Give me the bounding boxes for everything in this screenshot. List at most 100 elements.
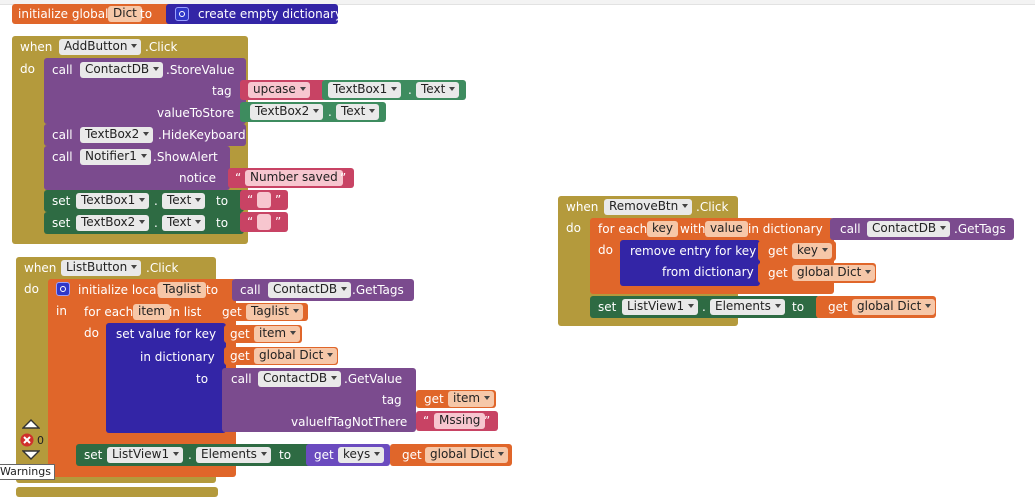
for-each-keyword: for each (598, 222, 648, 236)
empty-text-field[interactable] (257, 192, 271, 208)
get-global-dict-block[interactable]: get global Dict (224, 347, 338, 365)
get-label: get (768, 244, 788, 258)
set-textbox2-block[interactable]: set TextBox2 . Text to (44, 212, 244, 234)
to-label: to (279, 448, 292, 462)
set-label: set (52, 216, 71, 230)
event-component-dropdown[interactable]: RemoveBtn (604, 199, 693, 215)
textbox2-text-getter[interactable]: TextBox2 . Text (240, 102, 386, 122)
get-keys-dropdown[interactable]: keys (338, 447, 385, 463)
value-if-not-there-label: valueIfTagNotThere (291, 415, 408, 429)
hide-keyboard-call-block[interactable]: call TextBox2 .HideKeyboard (44, 124, 246, 146)
notice-param-label: notice (179, 171, 216, 185)
listview-component-dropdown[interactable]: ListView1 (107, 447, 184, 463)
dot-separator: . (154, 216, 158, 230)
upcase-dropdown[interactable]: upcase (248, 82, 310, 98)
set2-property-dropdown[interactable]: Text (162, 215, 206, 231)
textbox1-text-getter[interactable]: TextBox1 . Text (322, 80, 466, 100)
bottom-block-edge[interactable] (16, 487, 218, 497)
set-listview-block[interactable]: set ListView1 . Elements to (76, 444, 312, 466)
do-label: do (598, 243, 613, 257)
warning-down-arrow-icon[interactable] (22, 450, 40, 460)
gettags-component-dropdown[interactable]: ContactDB (867, 221, 951, 237)
gettags-method-label: .GetTags (954, 222, 1006, 236)
listview-property-dropdown[interactable]: Elements (710, 299, 785, 315)
get-keys-block[interactable]: get keys (306, 444, 390, 466)
error-icon (20, 433, 34, 447)
init-global-block[interactable]: initialize global Dict to (12, 4, 174, 24)
store-component-dropdown[interactable]: ContactDB (80, 62, 164, 78)
set-listview-block[interactable]: set ListView1 . Elements to (590, 296, 820, 318)
get-item-dropdown[interactable]: item (254, 326, 301, 342)
mutator-gear-icon[interactable] (56, 282, 70, 296)
upcase-block[interactable]: upcase (240, 80, 326, 100)
get-taglist-dropdown[interactable]: Taglist (246, 304, 303, 320)
listview-property-dropdown[interactable]: Elements (196, 447, 271, 463)
textbox1-component-dropdown[interactable]: TextBox1 (328, 82, 402, 98)
get-global-dict-dropdown[interactable]: global Dict (852, 299, 936, 315)
to-label: to (216, 194, 229, 208)
getvalue-component-dropdown[interactable]: ContactDB (258, 371, 342, 387)
create-dictionary-label: create empty dictionary (198, 7, 343, 21)
event-component-dropdown[interactable]: ListButton (61, 260, 142, 276)
get-item-tag-block[interactable]: get item (416, 390, 496, 408)
get-global-dict-block[interactable]: get global Dict (758, 263, 876, 283)
get-item-tag-dropdown[interactable]: item (448, 391, 495, 407)
missing-text-block[interactable]: “ Mssing ” (416, 411, 498, 431)
set2-component-dropdown[interactable]: TextBox2 (76, 215, 150, 231)
do-label: do (20, 62, 35, 76)
textbox2-property-dropdown[interactable]: Text (336, 104, 380, 120)
get-key-dropdown[interactable]: key (792, 243, 833, 259)
open-quote: “ (423, 414, 430, 428)
set1-component-dropdown[interactable]: TextBox1 (76, 193, 150, 209)
event-component-dropdown[interactable]: AddButton (59, 39, 142, 55)
show-alert-call-block[interactable]: call Notifier1 .ShowAlert notice (44, 146, 230, 190)
mutator-gear-icon[interactable] (175, 7, 189, 21)
hide-component-dropdown[interactable]: TextBox2 (80, 127, 154, 143)
textbox1-property-dropdown[interactable]: Text (416, 82, 460, 98)
gettags-component-dropdown[interactable]: ContactDB (268, 282, 352, 298)
textbox2-component-dropdown[interactable]: TextBox2 (250, 104, 324, 120)
empty-text-block-1[interactable]: “ ” (240, 190, 288, 210)
in-list-label: in list (169, 305, 202, 319)
set-label: set (52, 194, 71, 208)
missing-text-field[interactable]: Mssing (434, 413, 486, 429)
store-value-call-block[interactable]: call ContactDB .StoreValue tag valueToSt… (44, 58, 246, 124)
call-label: call (240, 283, 261, 297)
get-taglist-block[interactable]: get Taglist (216, 303, 308, 321)
close-quote: ” (275, 215, 282, 229)
when-label: when (566, 200, 599, 214)
value-variable-field[interactable]: value (705, 221, 748, 237)
set-textbox1-block[interactable]: set TextBox1 . Text to (44, 190, 244, 212)
empty-text-field[interactable] (257, 214, 271, 230)
get-global-dict-block[interactable]: get global Dict (390, 444, 512, 466)
init-local-keyword: initialize local (78, 283, 160, 297)
get-item-block[interactable]: get item (224, 325, 302, 343)
warnings-toggle-button[interactable]: Warnings (0, 464, 55, 480)
when-label: when (24, 261, 57, 275)
local-name-field[interactable]: Taglist (158, 282, 206, 298)
get-key-block[interactable]: get key (758, 241, 836, 261)
remove-entry-block[interactable]: remove entry for key from dictionary (620, 240, 760, 286)
key-variable-field[interactable]: key (647, 221, 679, 237)
listview-component-dropdown[interactable]: ListView1 (622, 299, 699, 315)
get-global-dict-block[interactable]: get global Dict (816, 296, 936, 318)
open-quote: “ (235, 171, 242, 185)
get-tags-call-block[interactable]: call ContactDB .GetTags (232, 279, 414, 301)
set-value-for-key-block[interactable]: set value for key in dictionary to (106, 323, 226, 433)
get-global-dict-dropdown[interactable]: global Dict (425, 447, 509, 463)
notice-text-block[interactable]: “ Number saved ” (228, 168, 354, 188)
get-tags-call-block[interactable]: call ContactDB .GetTags (830, 218, 1014, 240)
notice-text-field[interactable]: Number saved (245, 170, 343, 186)
get-global-dict-dropdown[interactable]: global Dict (792, 265, 876, 281)
warning-up-arrow-icon[interactable] (22, 419, 40, 429)
create-dictionary-block[interactable]: create empty dictionary (166, 4, 342, 24)
get-global-dict-dropdown[interactable]: global Dict (254, 348, 338, 364)
loop-variable-field[interactable]: item (133, 304, 171, 320)
call-label: call (231, 372, 252, 386)
empty-text-block-2[interactable]: “ ” (240, 212, 288, 232)
get-value-call-block[interactable]: call ContactDB .GetValue tag valueIfTagN… (222, 368, 416, 432)
alert-component-dropdown[interactable]: Notifier1 (80, 149, 151, 165)
dot-separator: . (188, 448, 192, 462)
set1-property-dropdown[interactable]: Text (162, 193, 206, 209)
global-name-field[interactable]: Dict (108, 6, 142, 22)
